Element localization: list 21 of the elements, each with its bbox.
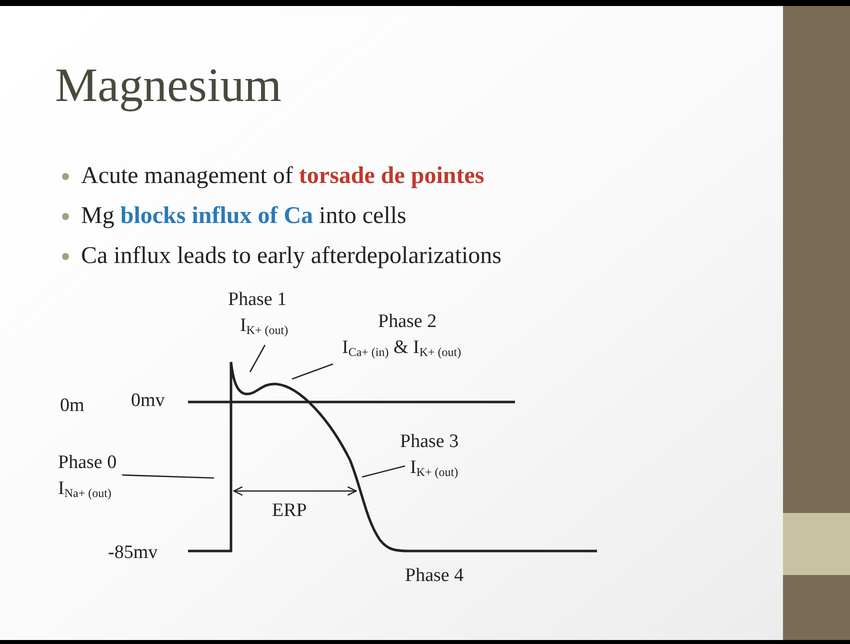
- axis-label: 0m: [60, 394, 84, 418]
- current-label: I$_{K+ (out)}$: [409, 456, 460, 481]
- axis-label: ERP: [272, 499, 307, 523]
- current-label: I$_{Na+ (out)}$: [58, 477, 112, 502]
- axis-label: 0mv: [131, 389, 165, 413]
- phase-label: Phase 1: [228, 288, 288, 312]
- bullet-text: Mg blocks influx of Ca into cells: [81, 202, 406, 231]
- leader-line: [249, 344, 266, 372]
- phase-label: Phase 0: [58, 451, 118, 475]
- bullet-text: Acute management of torsade de pointes: [81, 162, 484, 191]
- leader-line: [122, 474, 214, 479]
- phase-label: Phase 3: [400, 430, 460, 454]
- phase-label: Phase 2: [377, 310, 438, 334]
- axis-label: Phase 4: [405, 564, 464, 588]
- slide-title: Magnesium: [55, 58, 282, 114]
- leader-line: [362, 465, 406, 478]
- axis-label: -85mv: [108, 541, 158, 565]
- current-label: I$_{K+ (out)}$: [239, 314, 290, 339]
- bullet-text: Ca influx leads to early afterdepolarizations: [81, 242, 502, 271]
- current-label: I$_{Ca+ (in)}$ & I$_{K+ (out)}$: [342, 336, 462, 361]
- leader-line: [292, 363, 334, 380]
